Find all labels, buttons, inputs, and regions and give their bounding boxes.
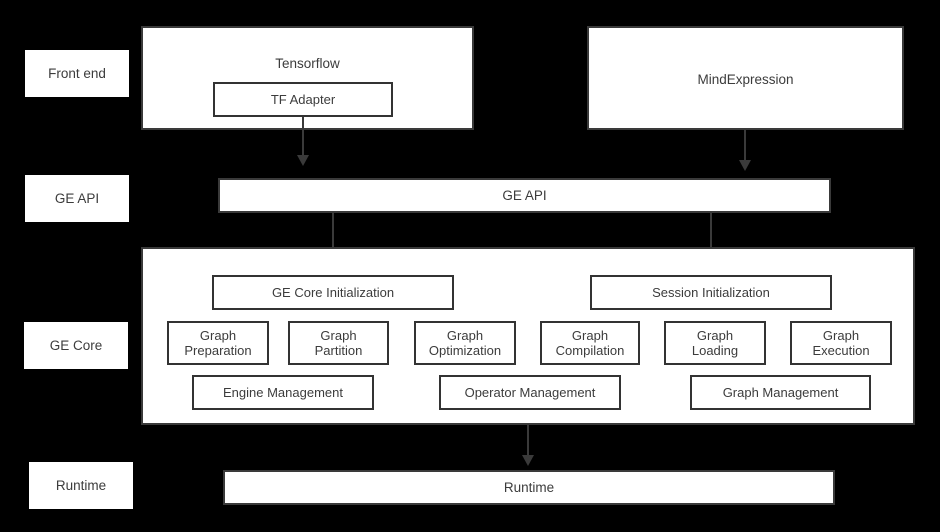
ge-api-bar[interactable]: GE API xyxy=(218,178,831,213)
mindexpression-title: MindExpression xyxy=(697,72,794,87)
stage-label-front-end-text: Front end xyxy=(48,65,106,81)
connector-ge-api-to-session-init xyxy=(710,213,712,265)
engine-management-node[interactable]: Engine Management xyxy=(192,375,374,410)
connector-tf-adapter-to-ge-api xyxy=(302,117,304,161)
ge-core-initialization-node[interactable]: GE Core Initialization xyxy=(212,275,454,310)
graph-management-node[interactable]: Graph Management xyxy=(690,375,871,410)
arrowhead-ge-core-to-runtime xyxy=(522,455,534,466)
arrowhead-tf-adapter-to-ge-api xyxy=(297,155,309,166)
runtime-bar-label: Runtime xyxy=(503,479,555,495)
graph-optimization-label: Graph Optimization xyxy=(428,327,502,358)
stage-label-runtime: Runtime xyxy=(29,462,133,509)
operator-management-node[interactable]: Operator Management xyxy=(439,375,621,410)
graph-optimization-node[interactable]: Graph Optimization xyxy=(414,321,516,365)
graph-management-label: Graph Management xyxy=(722,384,839,400)
stage-label-ge-api-text: GE API xyxy=(54,190,100,206)
graph-partition-label: Graph Partition xyxy=(314,327,363,358)
runtime-bar[interactable]: Runtime xyxy=(223,470,835,505)
graph-loading-node[interactable]: Graph Loading xyxy=(664,321,766,365)
ge-core-initialization-label: GE Core Initialization xyxy=(271,284,395,300)
graph-preparation-node[interactable]: Graph Preparation xyxy=(167,321,269,365)
graph-compilation-node[interactable]: Graph Compilation xyxy=(540,321,640,365)
graph-partition-node[interactable]: Graph Partition xyxy=(288,321,389,365)
connector-ge-api-to-ge-core-init xyxy=(332,213,334,265)
engine-management-label: Engine Management xyxy=(223,384,343,400)
stage-label-front-end: Front end xyxy=(25,50,129,97)
graph-preparation-label: Graph Preparation xyxy=(184,327,252,358)
mindexpression-container: MindExpression xyxy=(587,26,904,130)
operator-management-label: Operator Management xyxy=(464,384,596,400)
graph-compilation-label: Graph Compilation xyxy=(555,327,625,358)
stage-label-ge-core: GE Core xyxy=(24,322,128,369)
graph-execution-label: Graph Execution xyxy=(812,327,870,358)
session-initialization-node[interactable]: Session Initialization xyxy=(590,275,832,310)
session-initialization-label: Session Initialization xyxy=(652,284,770,300)
tf-adapter-node[interactable]: TF Adapter xyxy=(213,82,393,117)
arrowhead-mindexpression-to-ge-api xyxy=(739,160,751,171)
tensorflow-title: Tensorflow xyxy=(275,56,340,71)
tf-adapter-label: TF Adapter xyxy=(270,91,336,107)
graph-loading-label: Graph Loading xyxy=(691,327,739,358)
stage-label-runtime-text: Runtime xyxy=(55,477,107,493)
graph-execution-node[interactable]: Graph Execution xyxy=(790,321,892,365)
connector-mindexpression-to-ge-api xyxy=(744,130,746,166)
connector-ge-core-to-runtime xyxy=(527,425,529,461)
stage-label-ge-core-text: GE Core xyxy=(49,337,103,353)
stage-label-ge-api: GE API xyxy=(25,175,129,222)
ge-api-bar-label: GE API xyxy=(502,187,547,203)
